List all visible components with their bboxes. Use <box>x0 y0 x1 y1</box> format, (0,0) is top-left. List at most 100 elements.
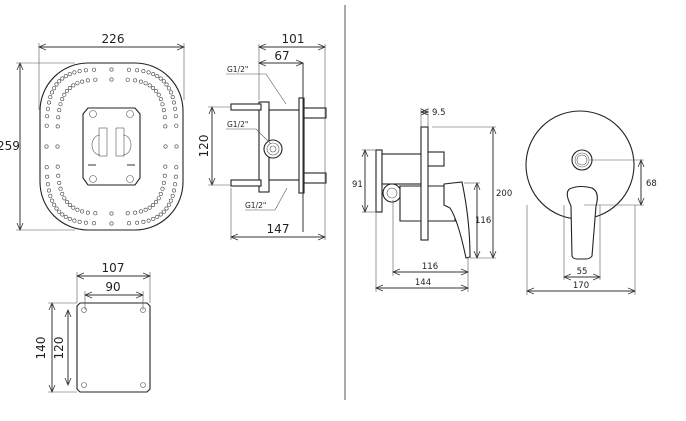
perforation-dot <box>52 202 57 207</box>
mixer-front-view: 68 55 170 <box>525 110 657 295</box>
perforation-dot <box>154 199 159 204</box>
dim-length-147: 147 <box>267 222 290 236</box>
perforation-dot <box>143 207 148 212</box>
perforation-dot <box>92 67 97 72</box>
mounting-template: 107 90 140 120 <box>34 261 150 392</box>
dim-spacing-120: 120 <box>197 135 211 158</box>
perforation-dot <box>151 72 156 77</box>
perforation-dot <box>52 86 57 91</box>
dim-width-90: 90 <box>105 280 120 294</box>
perforation-dot <box>92 221 97 226</box>
perforation-dot <box>155 214 160 219</box>
perforation-dot <box>72 70 77 75</box>
perforation-dot <box>75 81 80 86</box>
perforation-dot <box>62 196 67 201</box>
perforation-dot <box>163 144 168 149</box>
perforation-dot <box>164 206 169 211</box>
dim-height-259: 259 <box>0 139 20 153</box>
perforation-dot <box>109 67 114 72</box>
perforation-dot <box>45 106 50 111</box>
perforation-dot <box>46 188 51 193</box>
perforation-dot <box>161 209 166 214</box>
perforation-dot <box>146 70 151 75</box>
dim-width-107: 107 <box>102 261 125 275</box>
perforation-dot <box>147 205 152 210</box>
perforation-dot <box>57 209 62 214</box>
perforation-dot <box>44 144 49 149</box>
perforation-dot <box>85 78 90 83</box>
perforation-dot <box>173 174 178 179</box>
thread-label-middle: G1/2" <box>227 120 248 129</box>
perforation-dot <box>135 220 140 225</box>
thread-label-bottom: G1/2" <box>245 201 266 210</box>
perforation-dot <box>83 68 88 73</box>
perforation-dot <box>160 102 165 107</box>
perforation-dot <box>85 210 90 215</box>
perforation-dot <box>166 86 171 91</box>
perforation-dot <box>125 77 130 82</box>
perforation-dot <box>127 221 132 226</box>
perforation-dot <box>56 173 61 178</box>
perforation-dot <box>60 191 65 196</box>
mounting-box-side-view: 101 67 120 147 G1/2" G1/2" G1/2" <box>197 32 327 240</box>
perforation-dot <box>173 114 178 119</box>
perforation-dot <box>173 182 178 187</box>
perforation-dot <box>125 211 130 216</box>
perforation-dot <box>162 115 167 120</box>
perforation-dot <box>80 209 85 214</box>
perforation-dot <box>141 69 146 74</box>
perforation-dot <box>158 191 163 196</box>
perforation-dot <box>141 219 146 224</box>
perforation-dot <box>163 124 168 129</box>
mixer-side-view: 9.5 200 116 91 116 144 <box>352 108 512 292</box>
perforation-dot <box>172 188 177 193</box>
mounting-box-front-view: 226 259 <box>0 32 184 230</box>
perforation-dot <box>164 82 169 87</box>
perforation-dot <box>158 97 163 102</box>
perforation-dot <box>109 221 114 226</box>
perforation-dot <box>174 123 179 128</box>
perforation-dot <box>62 92 67 97</box>
perforation-dot <box>64 199 69 204</box>
perforation-dot <box>80 79 85 84</box>
perforation-dot <box>109 77 114 82</box>
perforation-dot <box>63 214 68 219</box>
perforation-dot <box>64 89 69 94</box>
perforation-dot <box>44 165 49 170</box>
perforation-dot <box>71 83 76 88</box>
perforation-dot <box>72 218 77 223</box>
perforation-dot <box>138 209 143 214</box>
perforation-dot <box>93 77 98 82</box>
dim-depth-101: 101 <box>282 32 305 46</box>
perforation-dot <box>48 193 53 198</box>
perforation-dot <box>60 212 65 217</box>
perforation-dot <box>57 180 62 185</box>
perforation-dot <box>67 72 72 77</box>
thread-label-top: G1/2" <box>227 65 248 74</box>
perforation-dot <box>127 67 132 72</box>
perforation-dot <box>169 90 174 95</box>
perforation-dot <box>174 144 179 149</box>
perforation-dot <box>49 90 54 95</box>
perforation-dot <box>55 164 60 169</box>
perforation-dot <box>109 211 114 216</box>
perforation-dot <box>60 97 65 102</box>
perforation-dot <box>154 89 159 94</box>
perforation-dot <box>160 186 165 191</box>
perforation-dot <box>133 210 138 215</box>
perforation-dot <box>155 74 160 79</box>
perforation-dot <box>67 203 72 208</box>
perforation-dot <box>146 218 151 223</box>
perforation-dot <box>63 74 68 79</box>
perforation-dot <box>83 220 88 225</box>
dim-total-projection: 144 <box>415 278 431 288</box>
perforation-dot <box>162 173 167 178</box>
perforation-dot <box>138 79 143 84</box>
dim-width-226: 226 <box>102 32 125 46</box>
dim-depth-67: 67 <box>274 49 289 63</box>
perforation-dot <box>54 206 59 211</box>
dim-plate-height: 200 <box>496 189 512 199</box>
perforation-dot <box>54 82 59 87</box>
